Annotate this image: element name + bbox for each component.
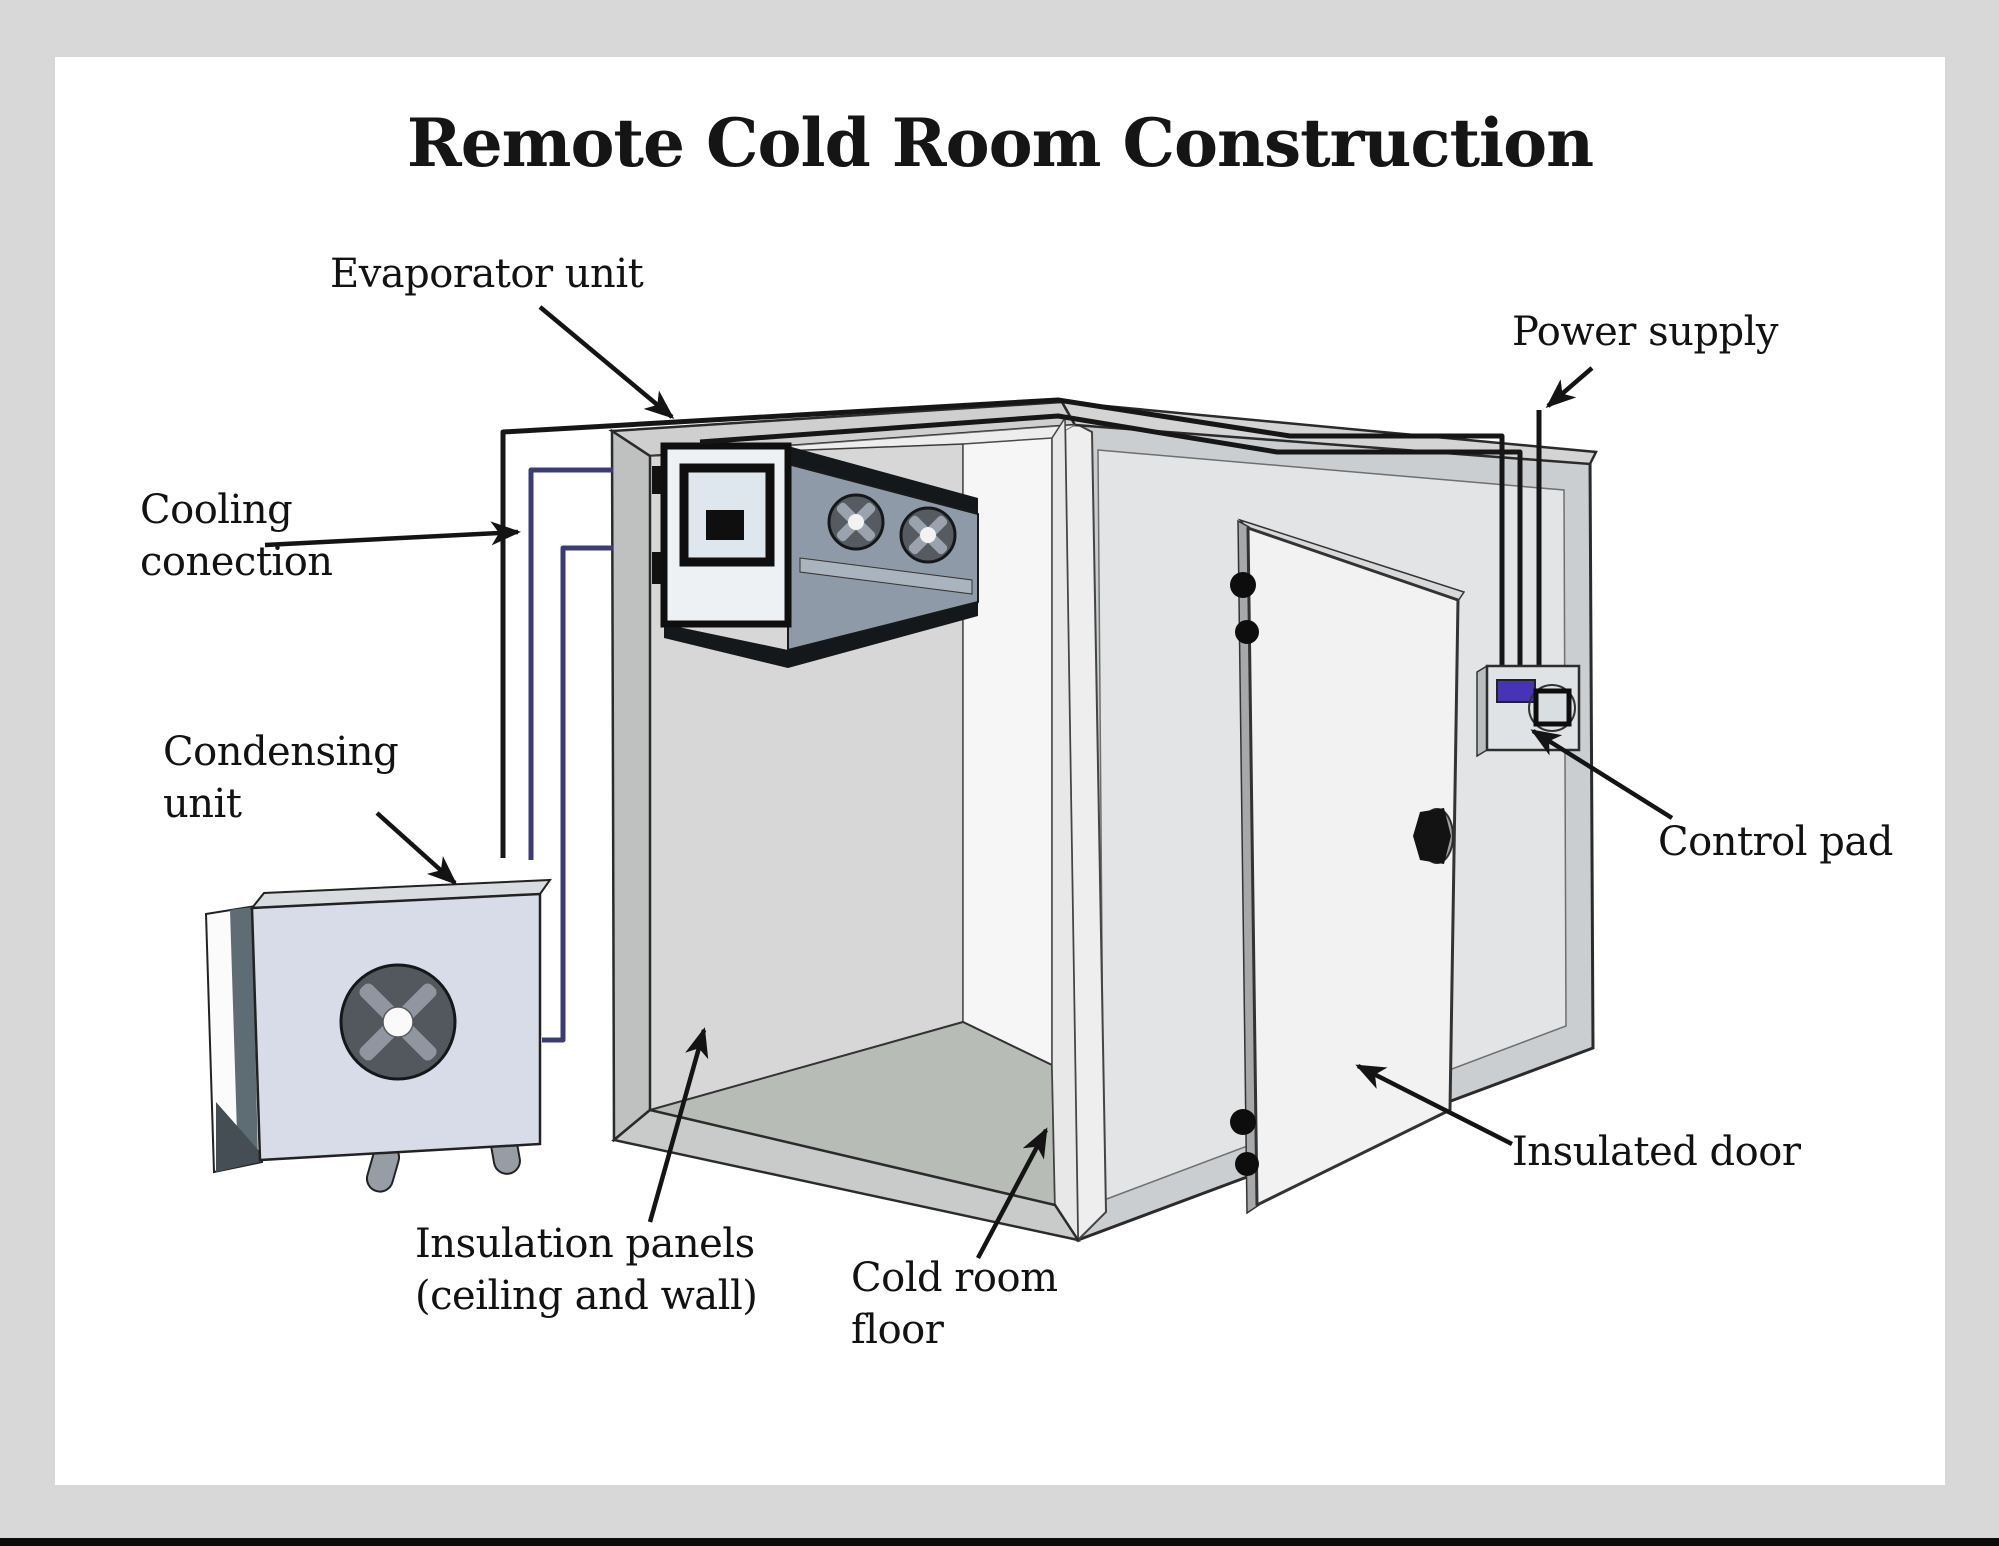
insulated-door-label: Insulated door: [1512, 1126, 1801, 1178]
cooling-connection-label: Cooling conection: [140, 484, 333, 588]
evaporator-top-edge: [788, 446, 978, 514]
evaporator-arrow: [538, 305, 675, 419]
evaporator-label-text: Evaporator unit: [330, 251, 644, 297]
insulated-door-label-text: Insulated door: [1512, 1129, 1801, 1175]
door-panel: [1246, 526, 1460, 1207]
cold-room-floor-label: Cold room floor: [851, 1252, 1058, 1356]
control-pad-arrow: [1530, 729, 1674, 820]
door-handle: [1413, 808, 1454, 864]
open-face-left-frame: [610, 428, 652, 1143]
evaporator-drip-lip: [799, 557, 973, 595]
bottom-border-bar: [0, 1538, 1999, 1546]
insulation-panels-line1: Insulation panels: [415, 1221, 755, 1267]
cooling-connection-arrow: [264, 521, 521, 548]
insulated-door: [1230, 518, 1466, 1215]
control-pad-button: [1533, 688, 1572, 727]
power-supply-label-text: Power supply: [1512, 309, 1779, 355]
insulated-door-arrow: [1355, 1063, 1514, 1147]
evaporator-unit: [652, 442, 979, 668]
condensing-side-shadow: [216, 1102, 260, 1172]
control-pad-display: [1496, 679, 1536, 703]
evaporator-bottom-edge: [664, 624, 788, 668]
condensing-unit-label: Condensing unit: [163, 726, 399, 830]
evaporator-vent-slot: [706, 510, 744, 540]
cooling-connection-line1: Cooling: [140, 487, 293, 533]
cooling-pipe: [528, 467, 613, 860]
door-hinge: [1230, 1109, 1256, 1135]
control-pad-label: Control pad: [1658, 816, 1893, 868]
power-supply-arrow: [1545, 366, 1594, 408]
page-title: Remote Cold Room Construction: [406, 104, 1594, 182]
condensing-unit: [204, 878, 553, 1193]
cold-room-floor-line2: floor: [851, 1307, 944, 1353]
door-hinge: [1235, 620, 1259, 644]
condensing-side-vent: [230, 907, 258, 1165]
insulation-panels-line2: (ceiling and wall): [415, 1273, 758, 1319]
cooling-connection-line2: conection: [140, 539, 333, 585]
evaporator-fan: [899, 506, 957, 564]
cold-room-floor-arrow: [976, 1127, 1048, 1260]
power-wire: [699, 413, 1523, 668]
insulation-panels-arrow: [647, 1027, 709, 1223]
control-pad-label-text: Control pad: [1658, 819, 1893, 865]
evaporator-bottom-edge: [788, 602, 978, 668]
cooling-pipe: [542, 545, 613, 1043]
condensing-unit-line2: unit: [163, 781, 242, 827]
cold-room-floor-line1: Cold room: [851, 1255, 1058, 1301]
power-wire: [500, 397, 1505, 858]
insulation-panels-label: Insulation panels (ceiling and wall): [415, 1218, 758, 1322]
condensing-fan: [339, 963, 457, 1081]
control-pad-side: [1476, 664, 1488, 758]
condensing-unit-arrow: [375, 811, 458, 886]
control-pad: [1476, 664, 1581, 758]
condensing-unit-line1: Condensing: [163, 729, 399, 775]
evaporator-label: Evaporator unit: [330, 248, 644, 300]
door-hinge: [1235, 1152, 1259, 1176]
door-hinge: [1230, 572, 1256, 598]
evaporator-fan: [827, 493, 885, 551]
open-face-bottom-frame: [611, 1108, 1081, 1242]
power-supply-label: Power supply: [1512, 306, 1779, 358]
